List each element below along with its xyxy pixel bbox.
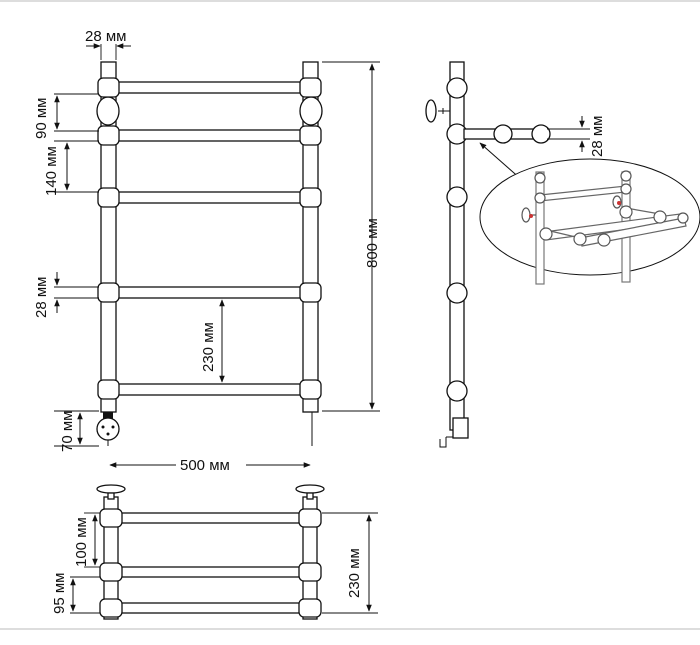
side-dimensions: 28 мм [547,116,606,157]
dim-width-500: 500 мм [180,457,230,474]
dim-gap-90: 90 мм [33,98,50,139]
detail-view [479,158,700,285]
front-rail-5 [111,383,308,396]
front-rail-4 [111,286,308,299]
top-rail-1 [113,512,308,524]
dim-tube-left: 28 мм [33,277,50,318]
side-power-connector [452,417,469,439]
dim-shelf-100: 100 мм [73,517,90,567]
top-left-mount [96,484,126,494]
dim-tube-top: 28 мм [85,28,126,45]
dim-gap-140: 140 мм [43,146,60,196]
dim-side-tube: 28 мм [589,116,606,157]
front-rail-1 [111,81,308,94]
side-post [449,61,465,431]
detail-leader [479,142,523,181]
front-rail-3 [111,191,308,204]
side-view [425,61,551,448]
top-rail-3 [113,602,308,614]
dim-shelf-depth-230: 230 мм [346,548,363,598]
dim-bottom-70: 70 мм [59,411,76,452]
top-view [96,484,325,620]
front-view [96,61,323,446]
top-right-mount [295,484,325,494]
top-rail-2 [113,566,308,578]
dim-height-800: 800 мм [364,218,381,268]
dim-gap-230-front: 230 мм [200,322,217,372]
front-rail-2 [111,129,308,142]
front-right-wall-bracket [299,96,323,126]
side-wall-bracket [425,99,437,123]
front-left-wall-bracket [96,96,120,126]
dim-shelf-95: 95 мм [51,573,68,614]
top-dimensions: 100 мм 95 мм 230 мм [51,512,378,614]
front-dimensions: 28 мм 90 мм 140 мм 28 мм 230 мм 800 мм 7… [33,28,381,474]
front-connector-disk [96,417,120,441]
